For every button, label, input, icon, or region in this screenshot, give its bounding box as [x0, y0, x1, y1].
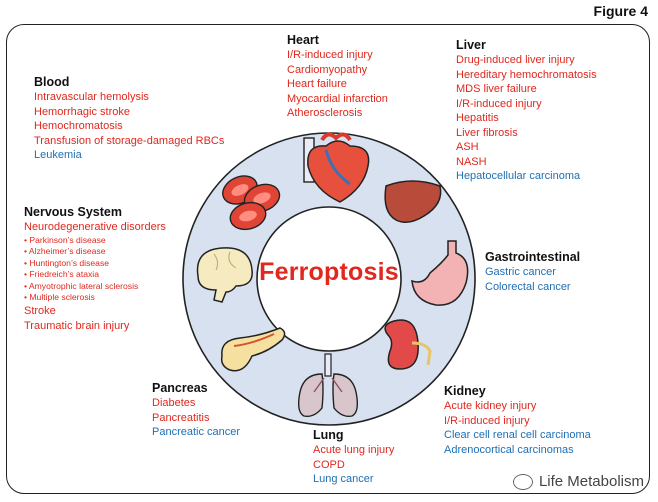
pancreas-title: Pancreas	[152, 381, 208, 395]
heart-title: Heart	[287, 33, 319, 47]
kidney-title: Kidney	[444, 384, 486, 398]
liver-icon	[384, 180, 442, 223]
disease-item: • Multiple sclerosis	[24, 292, 95, 303]
pancreas-icon	[220, 327, 286, 372]
disease-item: COPD	[313, 458, 345, 471]
disease-item: • Parkinson’s disease	[24, 234, 106, 245]
watermark-text: Life Metabolism	[538, 473, 644, 490]
lung-icon	[297, 353, 359, 418]
disease-item: Pancreatic cancer	[152, 426, 241, 438]
kidney-icon	[384, 319, 432, 370]
disease-item: Gastric cancer	[485, 266, 556, 278]
disease-item: Atherosclerosis	[287, 107, 363, 119]
disease-item: • Amyotrophic lateral sclerosis	[24, 280, 139, 291]
heart-icon	[303, 132, 370, 203]
disease-item: Hemorrhagic stroke	[34, 105, 130, 118]
liver-title: Liver	[456, 38, 486, 52]
disease-item: Traumatic brain injury	[24, 319, 130, 332]
gastro-title: Gastrointestinal	[485, 250, 581, 264]
blood-title: Blood	[34, 75, 70, 89]
nervous-box: Nervous System Neurodegenerative disorde…	[24, 205, 166, 333]
disease-item: Heart failure	[287, 78, 347, 90]
disease-item: MDS liver failure	[456, 83, 537, 95]
disease-item: Hepatitis	[456, 112, 499, 124]
disease-item: Neurodegenerative disorders	[24, 221, 166, 233]
figure-label: Figure 4	[593, 3, 648, 19]
disease-item: Hereditary hemochromatosis	[456, 68, 597, 81]
disease-item: Diabetes	[152, 397, 196, 409]
nervous-list: Neurodegenerative disorders• Parkinson’s…	[24, 220, 166, 333]
disease-item: Intravascular hemolysis	[34, 91, 149, 103]
disease-item: Acute lung injury	[313, 444, 395, 456]
nervous-title: Nervous System	[24, 205, 122, 219]
center-title-ferroptosis: Ferroptosis	[259, 258, 399, 286]
disease-item: Hemochromatosis	[34, 120, 123, 132]
disease-item: Adrenocortical carcinomas	[444, 443, 574, 456]
disease-item: Transfusion of storage-damaged RBCs	[34, 134, 225, 147]
disease-item: • Alzheimer’s disease	[24, 246, 106, 257]
disease-item: • Huntington’s disease	[24, 257, 110, 268]
disease-item: Acute kidney injury	[444, 400, 537, 412]
disease-item: Clear cell renal cell carcinoma	[444, 429, 591, 441]
watermark: Life Metabolism	[512, 473, 644, 490]
wechat-icon	[512, 473, 533, 490]
disease-item: Colorectal cancer	[485, 280, 571, 293]
disease-item: I/R-induced injury	[444, 414, 530, 427]
disease-item: NASH	[456, 155, 487, 168]
blood-cells-icon	[222, 175, 281, 231]
disease-item: Pancreatitis	[152, 411, 210, 424]
lung-title: Lung	[313, 428, 344, 442]
disease-item: Cardiomyopathy	[287, 63, 368, 76]
disease-item: Drug-induced liver injury	[456, 54, 575, 66]
disease-item: Hepatocellular carcinoma	[456, 170, 581, 182]
disease-item: I/R-induced injury	[456, 97, 542, 110]
disease-item: Myocardial infarction	[287, 92, 388, 105]
disease-item: ASH	[456, 141, 479, 153]
disease-item: I/R-induced injury	[287, 49, 373, 61]
disease-item: Stroke	[24, 305, 56, 318]
disease-item: Lung cancer	[313, 473, 374, 485]
disease-item: Leukemia	[34, 149, 82, 161]
stomach-icon	[411, 240, 469, 306]
brain-icon	[196, 247, 253, 303]
disease-item: • Friedreich’s ataxia	[24, 269, 99, 280]
disease-item: Liver fibrosis	[456, 126, 518, 139]
